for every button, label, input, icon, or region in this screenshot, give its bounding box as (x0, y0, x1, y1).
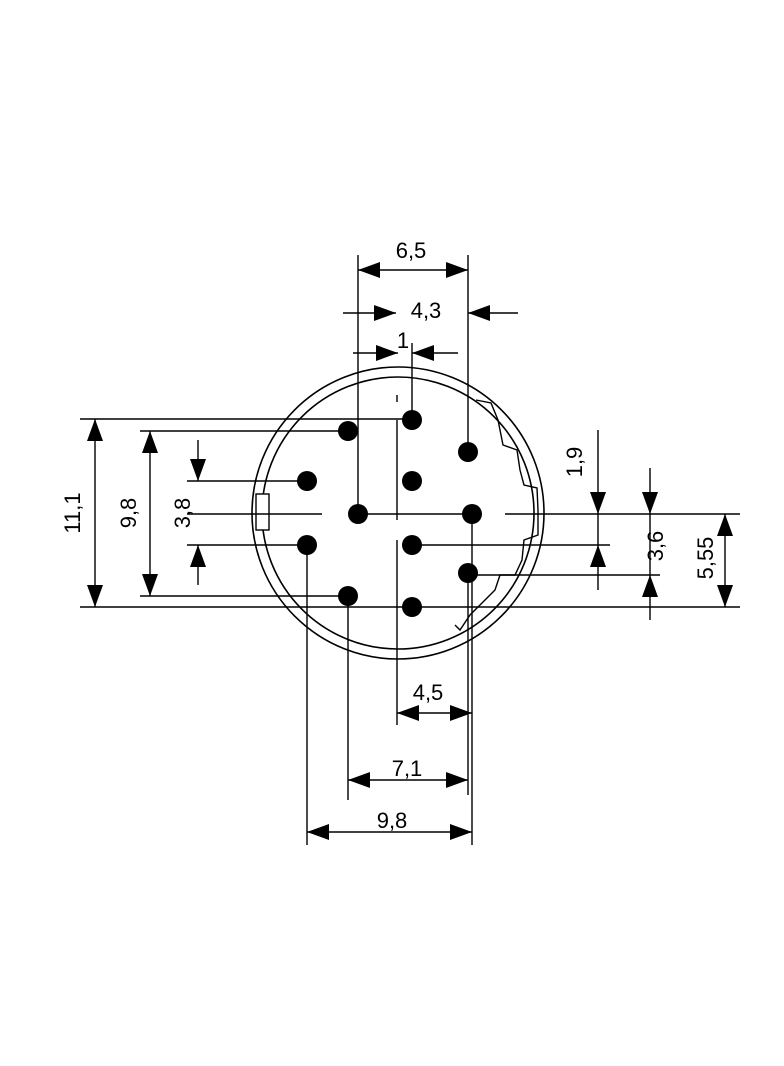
dim-4-5-label: 4,5 (413, 680, 444, 705)
extension-lines (80, 255, 740, 845)
connector-housing (251, 366, 545, 660)
dim-3-6-label: 3,6 (643, 531, 668, 562)
inner-ring (261, 376, 535, 650)
dim-5-55-label: 5,55 (693, 537, 718, 580)
dim-11-1-label: 11,1 (60, 492, 85, 533)
dim-9-8-bottom-label: 9,8 (377, 808, 408, 833)
dim-1-label: 1 (397, 328, 409, 353)
dim-9-8-left-label: 9,8 (116, 498, 141, 529)
outer-ring (251, 366, 545, 660)
dimension-lines (87, 262, 733, 840)
pin (402, 471, 422, 491)
dim-3-8-label: 3,8 (170, 498, 195, 529)
dim-6-5-label: 6,5 (396, 238, 427, 263)
right-coding-steps (454, 399, 539, 632)
dim-7-1-label: 7,1 (392, 756, 423, 781)
dim-1-9-label: 1,9 (562, 447, 587, 478)
left-key-notch (255, 493, 270, 531)
dimension-values: 6,5 4,3 1 11,1 9,8 3,8 1,9 3,6 5,55 4,5 … (60, 238, 718, 833)
dim-4-3-label: 4,3 (411, 298, 442, 323)
